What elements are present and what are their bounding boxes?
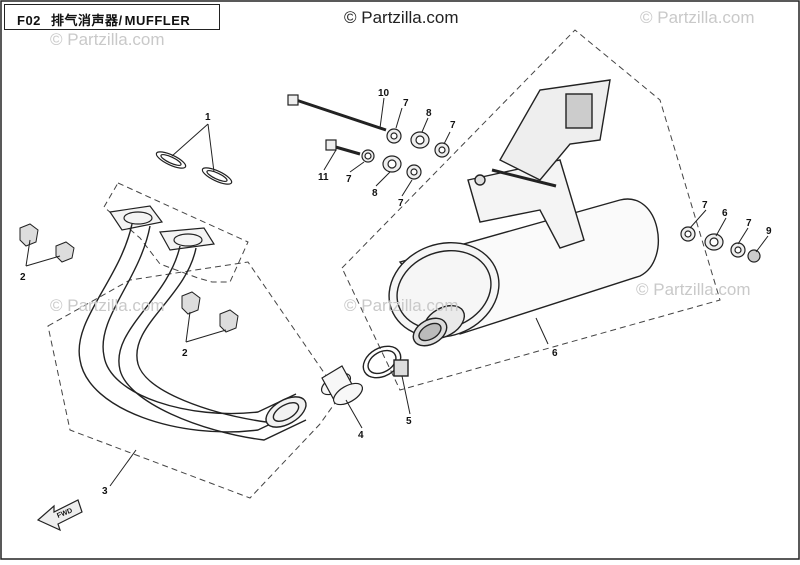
title-en: MUFFLER bbox=[124, 13, 191, 28]
gasket-right bbox=[201, 167, 233, 185]
watermark-mid-right: © Partzilla.com bbox=[636, 280, 751, 299]
callout-7d: 7 bbox=[398, 198, 404, 209]
mounting-bolt-long bbox=[287, 94, 450, 158]
fwd-arrow-icon: FWD bbox=[36, 499, 83, 532]
callout-6b: 6 bbox=[722, 208, 728, 219]
callout-3: 3 bbox=[102, 486, 108, 497]
diagram-title: F02 排气消声器/MUFFLER bbox=[17, 10, 190, 29]
callout-4: 4 bbox=[358, 430, 364, 441]
callout-1: 1 bbox=[205, 112, 211, 123]
callout-8b: 8 bbox=[372, 188, 378, 199]
callout-2a: 2 bbox=[20, 272, 26, 283]
callout-8a: 8 bbox=[426, 108, 432, 119]
callout-6: 6 bbox=[552, 348, 558, 359]
callout-7f: 7 bbox=[746, 218, 752, 229]
mounting-bolt-short bbox=[325, 139, 422, 180]
callout-9: 9 bbox=[766, 226, 772, 237]
callout-7e: 7 bbox=[702, 200, 708, 211]
watermark-top-center: © Partzilla.com bbox=[344, 8, 459, 27]
watermark-mid-center: © Partzilla.com bbox=[344, 296, 459, 315]
callout-7a: 7 bbox=[403, 98, 409, 109]
callout-7c: 7 bbox=[346, 174, 352, 185]
muffler-body bbox=[388, 79, 660, 347]
header-pipe-box bbox=[47, 261, 341, 499]
callout-11: 11 bbox=[318, 172, 329, 183]
watermark-mid-left: © Partzilla.com bbox=[50, 296, 165, 315]
callout-2b: 2 bbox=[182, 348, 188, 359]
callout-5: 5 bbox=[406, 416, 412, 427]
leader-lines bbox=[25, 97, 769, 487]
callout-7b: 7 bbox=[450, 120, 456, 131]
rear-washers-nut bbox=[680, 226, 761, 263]
title-separator: / bbox=[118, 13, 123, 28]
gasket-left bbox=[155, 151, 187, 169]
callout-10: 10 bbox=[378, 88, 390, 99]
exhaust-clamp bbox=[362, 345, 409, 379]
header-flanges bbox=[108, 205, 216, 251]
watermark-top-left: © Partzilla.com bbox=[50, 30, 165, 49]
diagram-title-box: F02 排气消声器/MUFFLER bbox=[4, 4, 220, 30]
watermark-top-right: © Partzilla.com bbox=[640, 8, 755, 27]
title-zh: 排气消声器 bbox=[51, 13, 119, 28]
header-pipes bbox=[78, 223, 307, 441]
connector-sleeve bbox=[320, 365, 364, 406]
flange-nuts bbox=[19, 223, 239, 333]
title-code: F02 bbox=[17, 13, 41, 28]
